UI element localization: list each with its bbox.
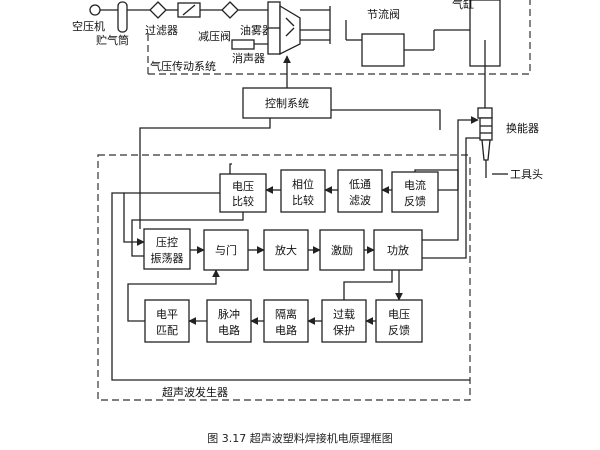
block-voltage-feedback: 电压 反馈 [375,299,423,343]
block-overload-protect: 过载 保护 [321,299,367,343]
block-amplify-line1: 放大 [275,243,297,257]
block-voltage-feedback-line2: 反馈 [388,324,410,337]
valve-piping [300,6,331,44]
block-pulse-circuit-line2: 电路 [218,324,240,337]
block-amplify: 放大 [263,229,309,271]
tool-head-label: 工具头 [510,168,543,181]
pneumatic-system-label: 气压传动系统 [150,59,216,73]
lubricator-label: 油雾器 [240,23,273,37]
compressor-label: 空压机 [72,19,105,33]
lubricator [221,1,268,19]
block-isolation-circuit-line1: 隔离 [275,307,297,321]
control-system-box [242,87,332,119]
block-current-feedback-line2: 反馈 [404,195,426,208]
compressor [89,4,120,16]
block-lowpass-filter-line1: 低通 [349,178,371,191]
block-overload-protect-line2: 保护 [333,323,355,337]
block-voltage-compare: 电压 比较 [219,173,267,213]
block-level-match: 电平 匹配 [144,299,190,343]
throttle-label: 节流阀 [367,7,400,21]
control-to-transducer-line [331,109,441,130]
reducing-valve [177,2,222,18]
generator-boundary [97,154,471,401]
pneumatic-system-boundary [147,0,531,75]
block-lowpass-filter: 低通 滤波 [337,169,383,213]
block-level-match-line2: 匹配 [156,324,178,337]
block-power-amp-line1: 功放 [387,243,409,257]
block-overload-protect-line1: 过载 [333,308,355,321]
block-phase-compare: 相位 比较 [280,169,326,213]
muffler-label: 消声器 [232,51,265,65]
block-pulse-circuit-line1: 脉冲 [218,307,240,321]
block-phase-compare-line1: 相位 [292,177,314,191]
transducer [477,107,493,178]
block-level-match-line1: 电平 [156,308,178,321]
reducing-valve-label: 减压阀 [198,29,231,43]
control-to-generator-line [139,118,271,138]
block-vco-line1: 压控 [156,235,178,249]
block-lowpass-filter-line2: 滤波 [349,194,371,207]
block-vco: 压控 振荡器 [143,228,191,270]
block-power-amp: 功放 [373,229,423,271]
block-current-feedback-line1: 电流 [404,178,426,192]
block-voltage-compare-line1: 电压 [232,180,254,193]
block-phase-compare-line2: 比较 [292,193,314,207]
block-excitation-line1: 激励 [331,243,353,257]
throttle-valve [345,20,470,67]
directional-valve [267,1,301,56]
block-excitation: 激励 [319,229,365,271]
air-tank [117,1,128,33]
figure-caption: 图 3.17 超声波塑料焊接机电原理框图 [207,431,392,445]
block-isolation-circuit-line2: 电路 [275,324,297,337]
tank-label: 贮气筒 [96,33,129,47]
block-and-gate-line1: 与门 [215,243,237,257]
block-pulse-circuit: 脉冲 电路 [206,299,252,343]
block-isolation-circuit: 隔离 电路 [263,299,309,343]
generator-label: 超声波发生器 [162,385,228,399]
transducer-label: 换能器 [506,121,539,135]
block-and-gate: 与门 [203,229,249,271]
control-system-label: 控制系统 [265,96,309,110]
filter-label: 过滤器 [145,24,178,37]
cylinder [469,0,501,108]
signal-connections [111,116,480,381]
filter [149,1,178,19]
block-voltage-compare-line2: 比较 [232,194,254,208]
cylinder-label: 气缸 [452,0,474,11]
block-voltage-feedback-line1: 电压 [388,308,410,321]
block-vco-line2: 振荡器 [151,251,184,265]
block-current-feedback: 电流 反馈 [391,171,439,213]
